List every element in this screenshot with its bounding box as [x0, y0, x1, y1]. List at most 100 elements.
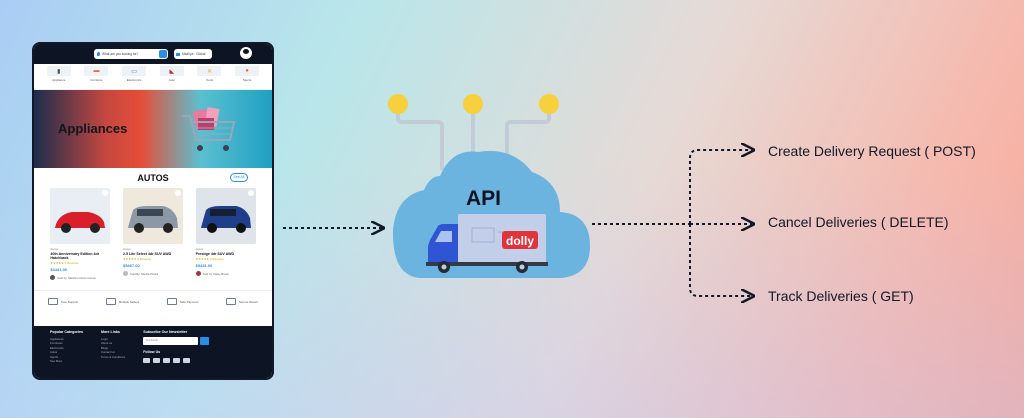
product-price: $5467.00 — [122, 263, 140, 269]
mock-header: What are you looking for? Madhya · Globa… — [34, 44, 272, 64]
product-name[interactable]: 2.5 Lite Select 4dr SUV AWD — [122, 252, 172, 256]
mock-category-label: Auto — [168, 78, 175, 82]
mock-banner-title: Appliances — [58, 121, 128, 136]
product-category: Autos — [50, 247, 58, 251]
seller-name: Sold by: Machine Driven Home — [57, 275, 96, 280]
seller-name: Sold By: Manila Picard — [129, 271, 159, 276]
red-car-image — [50, 188, 111, 244]
footer-link[interactable]: About us — [100, 341, 112, 346]
mock-category-item[interactable]: ✕ Tools — [197, 66, 222, 87]
newsletter-submit-button[interactable] — [200, 337, 210, 345]
twitter-icon[interactable] — [153, 358, 161, 363]
footer-link[interactable]: Autos — [50, 350, 58, 355]
footer-link[interactable]: Terms & Conditions — [100, 354, 126, 359]
mock-category-label: Sports — [242, 78, 252, 82]
footer-heading: Popular Categories — [50, 330, 83, 334]
feature-label: Secure Return — [238, 299, 259, 304]
footer-popular-categories: Popular Categories Appliances Furnitures… — [50, 330, 83, 374]
product-image — [195, 188, 256, 244]
mock-category-item[interactable]: ◣ Auto — [159, 66, 184, 87]
arrow-track — [689, 224, 752, 296]
seller-avatar — [122, 271, 128, 277]
heart-icon[interactable] — [174, 190, 181, 196]
facebook-icon[interactable] — [143, 358, 151, 363]
api-label: API — [466, 187, 502, 210]
search-icon[interactable] — [159, 50, 167, 58]
car-icon: ◣ — [159, 66, 184, 76]
product-category: Autos — [195, 247, 204, 251]
send-icon — [176, 52, 180, 56]
mock-category-label: Electronics — [126, 78, 142, 82]
product-card[interactable]: Autos 40th Anniversary Edition 4dr Hatch… — [50, 188, 111, 281]
product-price: $5431.00 — [195, 263, 213, 269]
footer-link[interactable]: Appliances — [50, 337, 64, 341]
footer-link[interactable]: See More — [50, 359, 63, 364]
see-all-button[interactable]: See All — [230, 173, 248, 182]
mock-section-header: AUTOS See All — [34, 168, 272, 188]
youtube-icon[interactable] — [183, 358, 191, 363]
product-image — [122, 188, 183, 244]
newsletter-email-input[interactable]: Your Email — [143, 337, 199, 345]
mock-product-list: Autos 40th Anniversary Edition 4dr Hatch… — [34, 188, 272, 281]
footer-link[interactable]: Blogs — [100, 345, 108, 350]
product-name[interactable]: Prestige 4dr SUV AWD — [195, 252, 235, 256]
product-rating: ★★★★★ 0 Reviews — [50, 261, 79, 266]
mock-hero-banner: Appliances — [34, 90, 272, 168]
feature-item: Safe Payment — [166, 298, 198, 306]
instagram-icon[interactable] — [163, 358, 171, 363]
feature-label: Multiple Sellers — [118, 299, 140, 304]
mock-category-label: Tools — [205, 78, 213, 82]
fridge-icon: ▮ — [46, 66, 71, 76]
circuit-node — [463, 94, 483, 114]
footer-link[interactable]: Electronics — [50, 345, 64, 350]
mock-category-label: Furniture — [90, 78, 103, 82]
product-card[interactable]: Autos 2.5 Lite Select 4dr SUV AWD ★★★★★ … — [122, 188, 183, 280]
ball-icon: ● — [235, 66, 260, 76]
feature-item: Multiple Sellers — [105, 298, 140, 306]
tools-icon: ✕ — [197, 66, 222, 76]
mock-search-bar[interactable]: What are you looking for? — [94, 49, 168, 59]
mock-location-label: Madhya · Global — [182, 52, 206, 56]
feature-item: Free Support — [47, 298, 78, 306]
product-name[interactable]: 40th Anniversary Edition 4dr Hatchback — [50, 252, 100, 261]
footer-link[interactable]: Furnitures — [50, 341, 63, 346]
heart-icon[interactable] — [102, 190, 109, 196]
truck-brand-label: dolly — [506, 234, 534, 248]
return-icon — [225, 298, 236, 306]
footer-link[interactable]: Contact Us — [100, 350, 115, 355]
seller-avatar — [50, 275, 56, 281]
circuit-line-right — [505, 104, 551, 170]
footer-heading: More Links — [100, 330, 120, 334]
mock-section-title: AUTOS — [137, 173, 169, 183]
seller-name: Sold by: Daisy Brown — [202, 271, 230, 276]
arrow-create — [689, 150, 752, 224]
mock-category-item[interactable]: ▭Electronics — [122, 66, 147, 87]
product-card[interactable]: Autos Prestige 4dr SUV AWD ★★★★★ 0 Revie… — [195, 188, 256, 280]
linkedin-icon[interactable] — [173, 358, 181, 363]
support-icon — [47, 298, 58, 306]
product-rating: ★★★★★ 0 Reviews — [122, 257, 152, 262]
newsletter-form: Your Email — [143, 337, 210, 345]
social-links — [143, 358, 209, 363]
footer-heading: Follow Us — [143, 350, 161, 354]
footer-link[interactable]: Sports — [50, 354, 59, 359]
mock-category-item[interactable]: ▮Appliance — [46, 66, 71, 87]
blue-suv-image — [195, 188, 256, 244]
circuit-node — [539, 94, 559, 114]
mock-category-item[interactable]: ● Sports — [235, 66, 260, 87]
footer-newsletter: Subscribe Our Newsletter Your Email Foll… — [143, 330, 210, 374]
mock-category-item[interactable]: ▬ Furniture — [84, 66, 109, 87]
silver-suv-image — [122, 188, 183, 244]
mock-search-placeholder: What are you looking for? — [102, 52, 139, 56]
mock-location-selector[interactable]: Madhya · Global — [174, 49, 212, 59]
marketplace-mockup: What are you looking for? Madhya · Globa… — [32, 42, 274, 380]
footer-link[interactable]: Login — [100, 337, 108, 341]
product-category: Autos — [122, 247, 131, 251]
sellers-icon — [105, 298, 116, 306]
user-avatar-icon[interactable] — [240, 47, 252, 59]
circuit-node — [388, 94, 408, 114]
sofa-icon: ▬ — [84, 66, 109, 76]
product-seller: Sold By: Manila Picard — [122, 271, 183, 277]
heart-icon[interactable] — [247, 190, 254, 196]
